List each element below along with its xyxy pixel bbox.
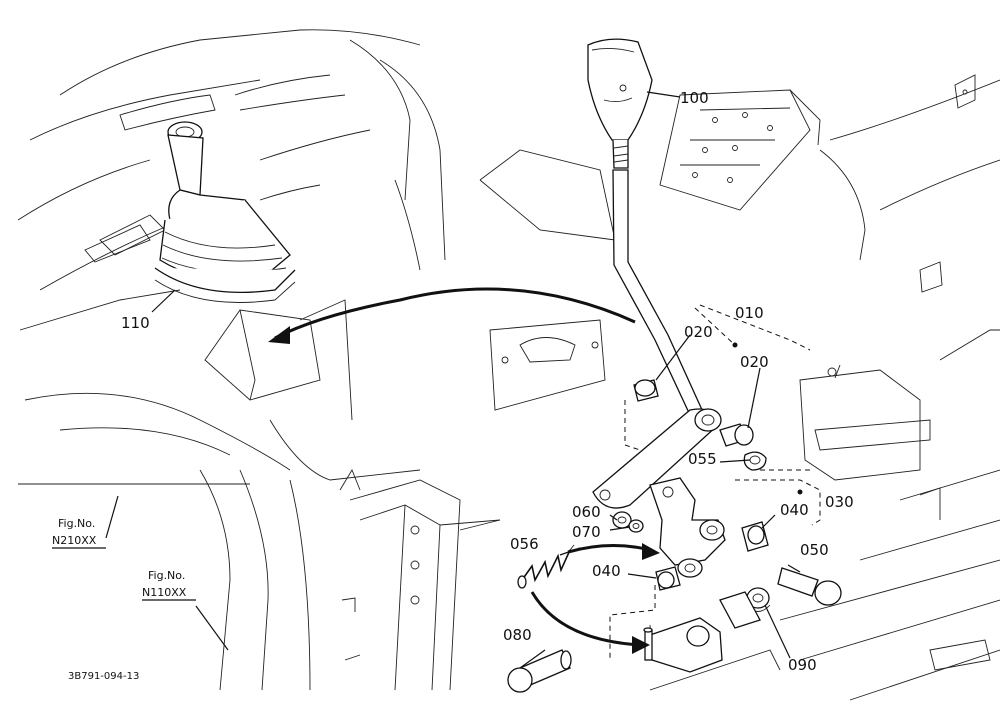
label-020-left: 020 xyxy=(684,323,713,341)
bracket-outline xyxy=(339,468,501,691)
label-090: 090 xyxy=(788,656,817,674)
leader-lines xyxy=(105,91,801,669)
assembly-010-box xyxy=(624,304,811,471)
lever-assembly xyxy=(507,379,842,693)
label-050: 050 xyxy=(800,541,829,559)
label-040-lower: 040 xyxy=(592,562,621,580)
svg-text:Fig.No.: Fig.No. xyxy=(148,569,185,582)
drawing-code: 3B791-094-13 xyxy=(68,671,139,682)
part-labels: 010 020 020 030 040 040 050 055 056 060 … xyxy=(121,89,854,674)
label-056: 056 xyxy=(510,535,539,553)
svg-text:Fig.No.: Fig.No. xyxy=(58,517,95,530)
lever-knob xyxy=(587,38,653,169)
figure-reference-n210xx: Fig.No. N210XX xyxy=(52,517,106,549)
reference-arrow-console xyxy=(268,287,636,344)
spring xyxy=(517,544,575,589)
figure-reference-n110xx: Fig.No. N110XX xyxy=(142,569,196,601)
label-110: 110 xyxy=(121,314,150,332)
label-100: 100 xyxy=(680,89,709,107)
label-040-right: 040 xyxy=(780,501,809,519)
lever-boot xyxy=(151,121,296,313)
label-080: 080 xyxy=(503,626,532,644)
reference-arrow-pin xyxy=(530,591,650,654)
console-outline xyxy=(17,29,446,691)
label-030: 030 xyxy=(825,493,854,511)
label-055: 055 xyxy=(688,450,717,468)
svg-text:N210XX: N210XX xyxy=(52,534,97,547)
svg-text:N110XX: N110XX xyxy=(142,586,187,599)
label-070: 070 xyxy=(572,523,601,541)
reference-arrow-spring xyxy=(567,543,660,560)
label-010: 010 xyxy=(735,304,764,322)
label-020-right: 020 xyxy=(740,353,769,371)
assembly-030-box xyxy=(609,479,821,660)
label-060: 060 xyxy=(572,503,601,521)
frame-outline xyxy=(479,74,1000,701)
